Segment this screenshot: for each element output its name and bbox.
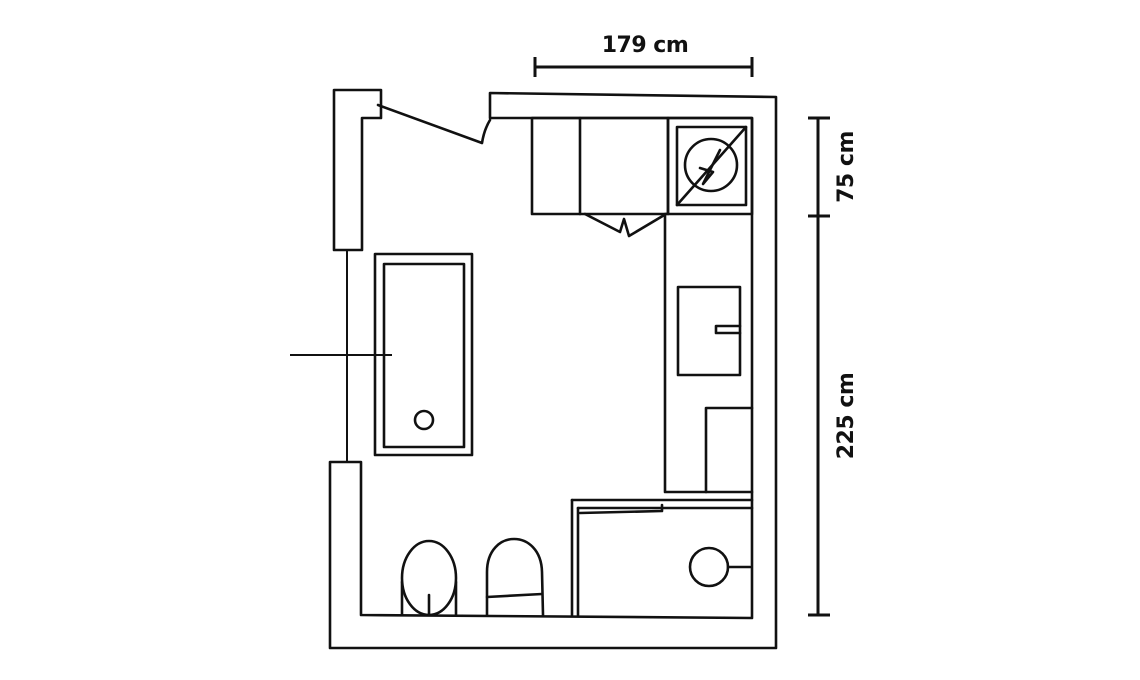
electric-bolt-icon: [698, 148, 722, 186]
bidet: [400, 539, 458, 617]
depth-dimension: 75 cm 225 cm: [808, 116, 859, 617]
entry-door: [376, 103, 492, 145]
upper-depth-label: 75 cm: [834, 131, 859, 203]
bathtub-inner: [382, 262, 466, 449]
shower-sliding-door: [578, 503, 664, 515]
counter-outline: [663, 212, 754, 494]
washer-box: [666, 116, 754, 216]
shower: [570, 498, 754, 617]
toilet-tank-line: [485, 592, 544, 599]
width-dimension: 179 cm: [533, 33, 754, 77]
toilet: [485, 537, 545, 617]
bathtub-outer: [373, 252, 474, 457]
folding-door: [583, 212, 668, 238]
shower-drain-icon: [688, 546, 730, 588]
washer-inner: [675, 125, 748, 207]
lower-depth-label: 225 cm: [834, 373, 859, 460]
washing-machine: [666, 116, 754, 216]
faucet-icon: [714, 324, 742, 335]
upper-left-wall-jamb: [332, 88, 383, 252]
cabinet-body: [530, 116, 670, 216]
bathtub-drain-icon: [413, 409, 435, 431]
width-label: 179 cm: [602, 33, 689, 58]
storage-cabinet: [530, 116, 670, 238]
vanity-counter: [663, 212, 754, 494]
toilet-bowl: [485, 537, 545, 617]
counter-cabinet: [704, 406, 754, 494]
bathtub: [373, 252, 474, 457]
sink-basin: [676, 285, 742, 377]
washer-drum-icon: [683, 137, 739, 193]
door-leaf: [376, 103, 492, 145]
